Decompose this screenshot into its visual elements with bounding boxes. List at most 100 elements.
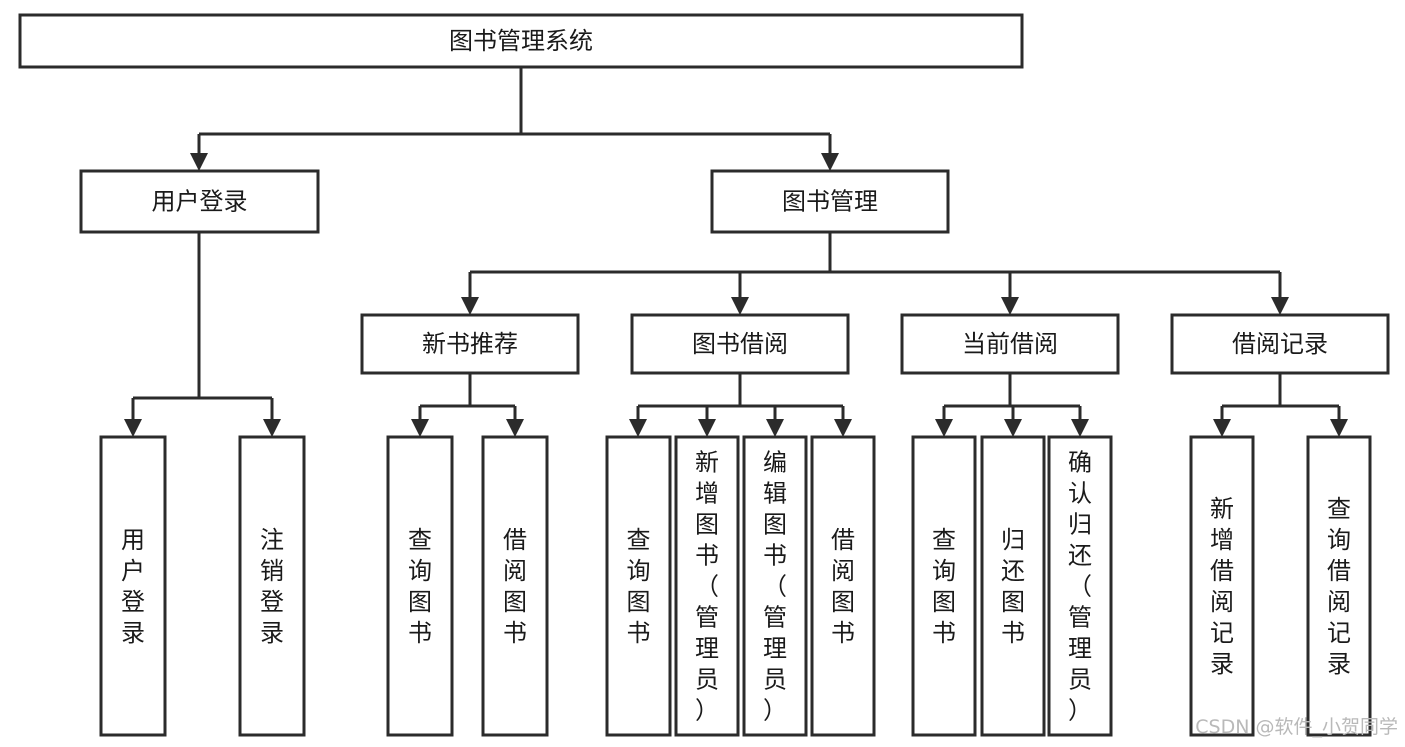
csdn-watermark: CSDN @软件_小贺同学 bbox=[1195, 716, 1398, 738]
node-level1-1-图书管理[interactable]: 图书管理 bbox=[710, 169, 950, 234]
connector-records-to-leaves bbox=[1213, 373, 1348, 437]
arrow-head-icon bbox=[935, 419, 953, 437]
node-label-char: 管 bbox=[763, 604, 787, 632]
node-label-char: 登 bbox=[121, 588, 145, 616]
node-label-char: （ bbox=[1068, 573, 1092, 601]
node-label-char: 图 bbox=[763, 511, 787, 539]
node-label-char: 注 bbox=[260, 526, 284, 554]
connector-bookmgmt-to-level2 bbox=[461, 232, 1289, 315]
node-box-rect bbox=[1047, 435, 1113, 737]
node-label-char: 记 bbox=[1327, 619, 1351, 647]
node-label-char: 书 bbox=[627, 619, 651, 647]
connector-borrow-to-leaves bbox=[629, 373, 852, 437]
node-label-char: 认 bbox=[1068, 480, 1092, 508]
node-label-char: 增 bbox=[1210, 526, 1234, 554]
node-label-char: 用 bbox=[121, 526, 145, 554]
node-box-rect bbox=[18, 13, 1024, 69]
node-label-char: 录 bbox=[1327, 650, 1351, 678]
node-level1-0-用户登录[interactable]: 用户登录 bbox=[79, 169, 320, 234]
node-leaf-0-用户登录[interactable]: 用户登录 bbox=[99, 435, 167, 737]
node-box-rect bbox=[710, 169, 950, 234]
node-label: 借阅记录 bbox=[1232, 330, 1328, 358]
node-label-char: 户 bbox=[121, 557, 145, 585]
node-level2-2-当前借阅[interactable]: 当前借阅 bbox=[900, 313, 1120, 375]
node-label-char: 销 bbox=[260, 557, 284, 585]
arrow-head-icon bbox=[1071, 419, 1089, 437]
arrow-head-icon bbox=[731, 297, 749, 315]
node-label-char: 借 bbox=[831, 526, 855, 554]
node-label-char: 书 bbox=[408, 619, 432, 647]
node-box-rect bbox=[99, 435, 167, 737]
node-box-rect bbox=[1189, 435, 1255, 737]
arrow-head-icon bbox=[1001, 297, 1019, 315]
node-label-char: 员 bbox=[1068, 666, 1092, 694]
arrow-head-icon bbox=[698, 419, 716, 437]
node-label-char: ） bbox=[695, 697, 719, 725]
boxes-layer: 图书管理系统用户登录图书管理新书推荐图书借阅当前借阅借阅记录用户登录注销登录查询… bbox=[18, 13, 1390, 737]
connector-current-to-leaves bbox=[935, 373, 1089, 437]
connector-newbook-to-leaves bbox=[411, 373, 524, 437]
node-root-0-图书管理系统[interactable]: 图书管理系统 bbox=[18, 13, 1024, 69]
node-box-rect bbox=[386, 435, 454, 737]
node-label-char: 书 bbox=[831, 619, 855, 647]
node-level2-1-图书借阅[interactable]: 图书借阅 bbox=[630, 313, 850, 375]
node-level2-0-新书推荐[interactable]: 新书推荐 bbox=[360, 313, 580, 375]
node-label-char: 询 bbox=[408, 557, 432, 585]
node-label-char: 辑 bbox=[763, 480, 787, 508]
node-label-char: 归 bbox=[1001, 526, 1025, 554]
arrow-head-icon bbox=[263, 419, 281, 437]
node-label-char: 录 bbox=[121, 619, 145, 647]
arrow-head-icon bbox=[766, 419, 784, 437]
node-label-char: 员 bbox=[763, 666, 787, 694]
node-label-char: 还 bbox=[1068, 542, 1092, 570]
node-label-char: 管 bbox=[695, 604, 719, 632]
arrow-head-icon bbox=[411, 419, 429, 437]
node-label-char: 借 bbox=[1327, 557, 1351, 585]
node-box-rect bbox=[810, 435, 876, 737]
node-box-rect bbox=[980, 435, 1046, 737]
node-label: 图书管理 bbox=[782, 188, 878, 216]
node-label-char: 记 bbox=[1210, 619, 1234, 647]
node-label-char: 增 bbox=[695, 480, 719, 508]
node-label-char: 借 bbox=[503, 526, 527, 554]
arrow-head-icon bbox=[1004, 419, 1022, 437]
node-box-rect bbox=[674, 435, 740, 737]
node-label: 图书借阅 bbox=[692, 330, 788, 358]
arrow-head-icon bbox=[190, 153, 208, 171]
node-label-char: 归 bbox=[1068, 511, 1092, 539]
node-label-char: 查 bbox=[408, 526, 432, 554]
node-label-char: 图 bbox=[932, 588, 956, 616]
node-label-char: 阅 bbox=[1210, 588, 1234, 616]
node-label-char: 查 bbox=[932, 526, 956, 554]
node-label-char: 录 bbox=[1210, 650, 1234, 678]
node-box-rect bbox=[1170, 313, 1390, 375]
node-label-char: 查 bbox=[1327, 495, 1351, 523]
node-label-char: 图 bbox=[627, 588, 651, 616]
node-label-char: 图 bbox=[408, 588, 432, 616]
node-label-char: 阅 bbox=[1327, 588, 1351, 616]
node-box-rect bbox=[481, 435, 549, 737]
node-label-char: 图 bbox=[831, 588, 855, 616]
node-label-char: 询 bbox=[1327, 526, 1351, 554]
node-label-char: 阅 bbox=[831, 557, 855, 585]
node-label-char: ） bbox=[1068, 697, 1092, 725]
node-level2-3-借阅记录[interactable]: 借阅记录 bbox=[1170, 313, 1390, 375]
node-box-rect bbox=[360, 313, 580, 375]
arrow-head-icon bbox=[506, 419, 524, 437]
node-label-char: 登 bbox=[260, 588, 284, 616]
node-label-char: 编 bbox=[763, 449, 787, 477]
